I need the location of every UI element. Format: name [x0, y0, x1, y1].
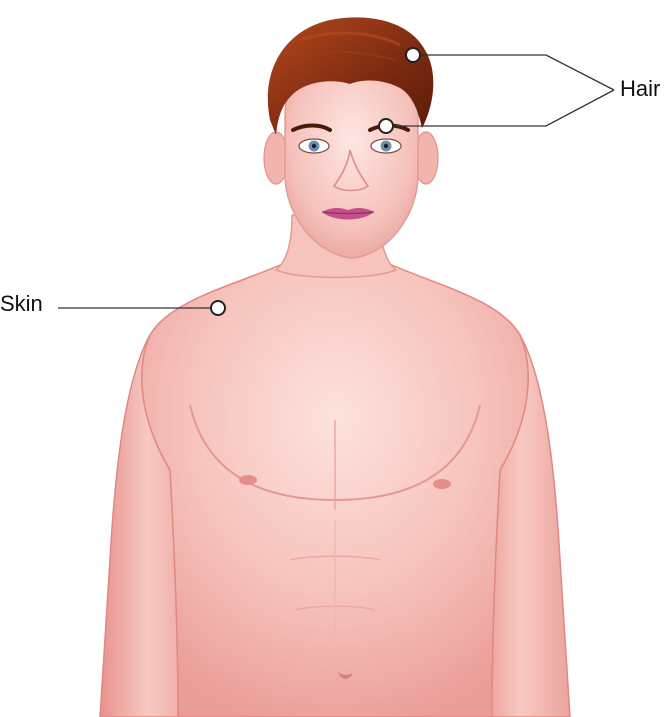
torso	[141, 257, 529, 717]
skin-marker	[210, 300, 226, 316]
hair-marker-eyebrow	[378, 118, 394, 134]
hair-leader-lines	[386, 54, 615, 127]
right-nipple	[433, 479, 451, 489]
left-eyebrow	[291, 123, 332, 132]
nose	[332, 149, 370, 192]
skin-label: Skin	[0, 291, 43, 316]
hair	[267, 17, 434, 135]
hair-marker-scalp	[405, 47, 421, 63]
face	[284, 61, 419, 259]
left-eye	[298, 138, 330, 154]
hair-label: Hair	[620, 76, 661, 101]
lips	[321, 208, 375, 220]
left-nipple	[239, 475, 257, 485]
navel	[338, 672, 353, 679]
right-eye	[370, 138, 402, 154]
